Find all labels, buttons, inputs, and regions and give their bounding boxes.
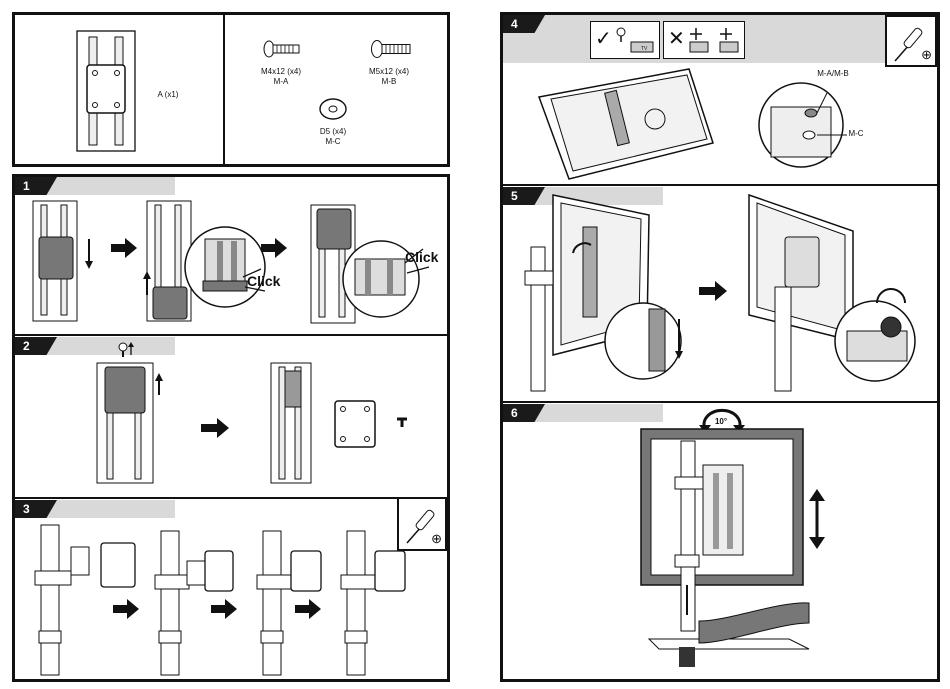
parts-panel: A (x1) M4x12 (x4) M-A M5x12 (x4) M-B D5 … — [12, 12, 450, 167]
step-2-illustration — [95, 341, 435, 491]
d5-washer-code: M-C — [305, 137, 361, 147]
step-1-number: 1 — [15, 177, 57, 195]
wrong-screw-tv-icon — [688, 26, 742, 54]
phillips-symbol: ⊕ — [921, 47, 932, 63]
step-6-header: 6 — [503, 404, 663, 422]
step-3-illustration — [25, 521, 425, 681]
screwdriver-tool-box-step4: ⊕ — [885, 15, 937, 67]
m5-screw-size: M5x12 (x4) — [359, 67, 419, 77]
click-callout-1: Click — [247, 273, 280, 289]
step-4-illustration — [539, 67, 929, 183]
d5-washer-icon — [318, 97, 348, 121]
correct-method-box: ✓ TV — [590, 21, 660, 59]
phillips-symbol: ⊕ — [431, 531, 442, 547]
m5-screw-code: M-B — [359, 77, 419, 87]
incorrect-method-box: ✕ — [663, 21, 745, 59]
parts-divider — [223, 15, 225, 165]
m4-screw-code: M-A — [251, 77, 311, 87]
step-4-divider — [503, 184, 937, 186]
step-2-number: 2 — [15, 337, 57, 355]
step-2-divider — [15, 497, 447, 499]
step-1-header: 1 — [15, 177, 175, 195]
d5-washer-label: D5 (x4) M-C — [305, 127, 361, 147]
steps-1-3-panel: 1 Click Click 2 — [12, 174, 450, 682]
step-3-number: 3 — [15, 500, 57, 518]
tv-text-correct: TV — [641, 46, 647, 52]
part-a-label: A (x1) — [143, 90, 193, 100]
screw-washer-tv-icon — [615, 26, 655, 54]
m4-screw-icon — [263, 39, 303, 59]
step-3-header: 3 — [15, 500, 175, 518]
step-6-illustration — [639, 425, 929, 679]
m5-screw-icon — [371, 39, 415, 59]
step-6-number: 6 — [503, 404, 545, 422]
m5-screw-label: M5x12 (x4) M-B — [359, 67, 419, 87]
mounting-plate-a-illustration — [75, 29, 145, 155]
screw-label-m-a-m-b: M-A/M-B — [803, 69, 863, 79]
washer-label-m-c: M-C — [841, 129, 871, 139]
step-5-illustration — [513, 191, 933, 397]
steps-4-6-panel: 4 ✓ TV ✕ ⊕ M-A/M-B M-C — [500, 12, 940, 682]
m4-screw-size: M4x12 (x4) — [251, 67, 311, 77]
step-4-number: 4 — [503, 15, 545, 33]
m4-screw-label: M4x12 (x4) M-A — [251, 67, 311, 87]
check-mark-icon: ✓ — [595, 26, 612, 51]
step-1-illustration — [25, 199, 445, 329]
d5-washer-size: D5 (x4) — [305, 127, 361, 137]
step-1-divider — [15, 334, 447, 336]
step-5-divider — [503, 401, 937, 403]
click-callout-2: Click — [405, 249, 438, 265]
cross-mark-icon: ✕ — [668, 26, 685, 51]
